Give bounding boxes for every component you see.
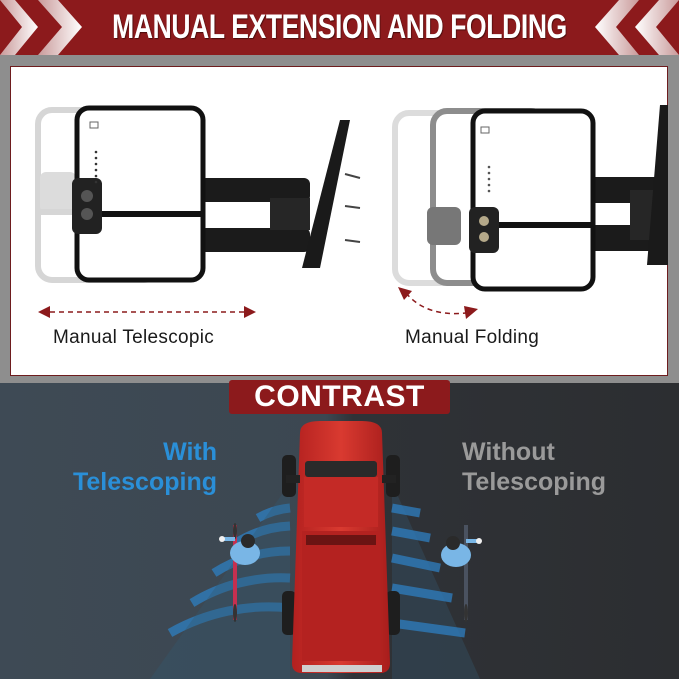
caption-manual-folding: Manual Folding [405, 327, 540, 348]
with-label-line1: With [163, 438, 217, 466]
cyclist-left-icon [219, 523, 260, 622]
header-banner: MANUAL EXTENSION AND FOLDING [0, 0, 679, 55]
without-telescoping-label: Without Telescoping [462, 437, 662, 497]
red-pickup-truck-top-view-image [150, 421, 480, 679]
towing-mirror-folding-image [392, 105, 668, 292]
caption-manual-telescopic: Manual Telescopic [53, 327, 215, 348]
curved-double-arrow-icon [398, 287, 478, 319]
with-telescoping-label: With Telescoping [55, 437, 217, 497]
page-title: MANUAL EXTENSION AND FOLDING [112, 8, 567, 46]
without-label-line1: Without [462, 438, 555, 466]
contrast-badge: CONTRAST [229, 380, 450, 414]
double-chevron-right-icon [0, 0, 82, 55]
horizontal-double-arrow-icon [38, 306, 256, 318]
cyclist-right-icon [441, 525, 482, 622]
with-label-line2: Telescoping [72, 468, 217, 496]
towing-mirror-telescopic-image [35, 105, 361, 283]
without-label-line2: Telescoping [462, 468, 607, 496]
double-chevron-left-icon [595, 0, 679, 55]
